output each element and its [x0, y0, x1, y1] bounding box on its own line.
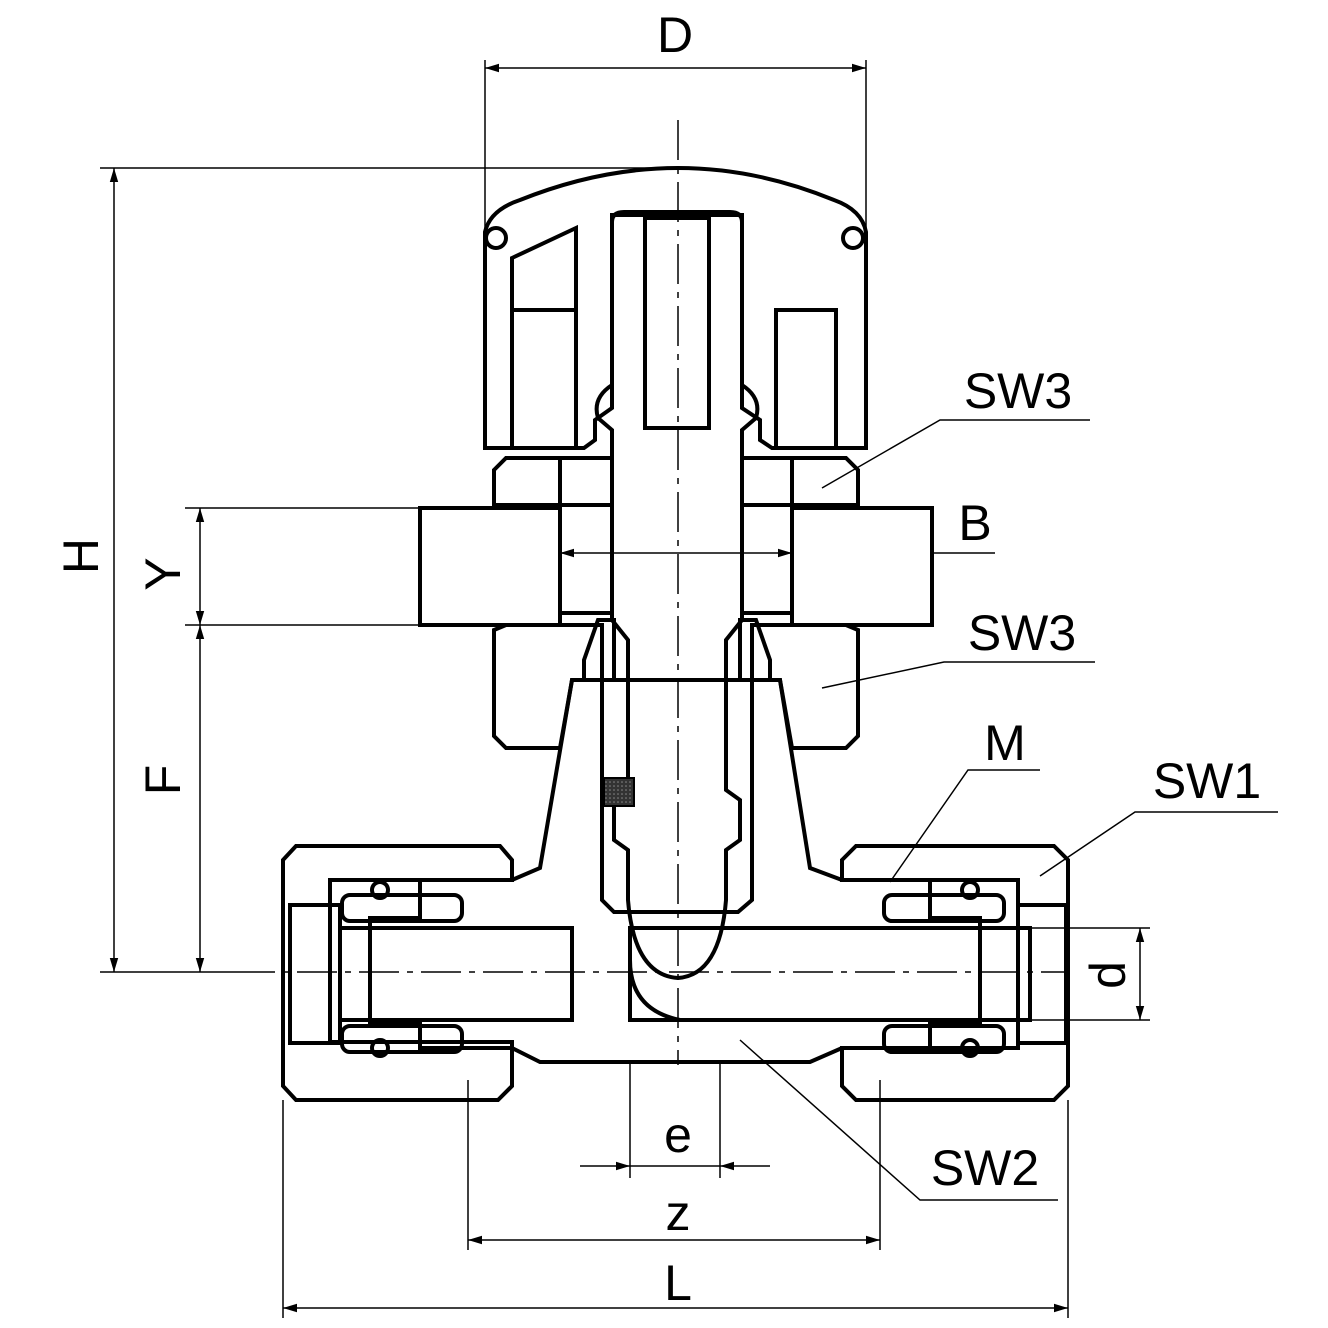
dimension-lines [100, 60, 1150, 1318]
wall-plate [418, 506, 934, 627]
label-SW3-bottom: SW3 [968, 605, 1076, 661]
label-d: d [1080, 961, 1136, 989]
valve-cap [483, 165, 868, 450]
label-SW1: SW1 [1153, 753, 1261, 809]
label-L: L [664, 1255, 692, 1311]
label-e: e [664, 1107, 692, 1163]
center-lines [235, 120, 1070, 1065]
label-M: M [984, 715, 1026, 771]
labels: D H Y F B SW3 SW3 M SW1 SW2 d e z L [53, 7, 1261, 1311]
label-B: B [958, 495, 991, 551]
valve-spindle [594, 210, 760, 981]
label-H: H [53, 538, 109, 574]
label-SW2: SW2 [931, 1140, 1039, 1196]
label-Y: Y [135, 557, 191, 590]
valve-body [281, 678, 1070, 1102]
gland-nut-bottom [492, 618, 860, 750]
label-z: z [666, 1185, 691, 1241]
leader-lines [739, 419, 1278, 1201]
label-SW3-top: SW3 [964, 363, 1072, 419]
label-D: D [657, 7, 693, 63]
label-F: F [135, 765, 191, 796]
gland-nut-top [492, 456, 860, 615]
